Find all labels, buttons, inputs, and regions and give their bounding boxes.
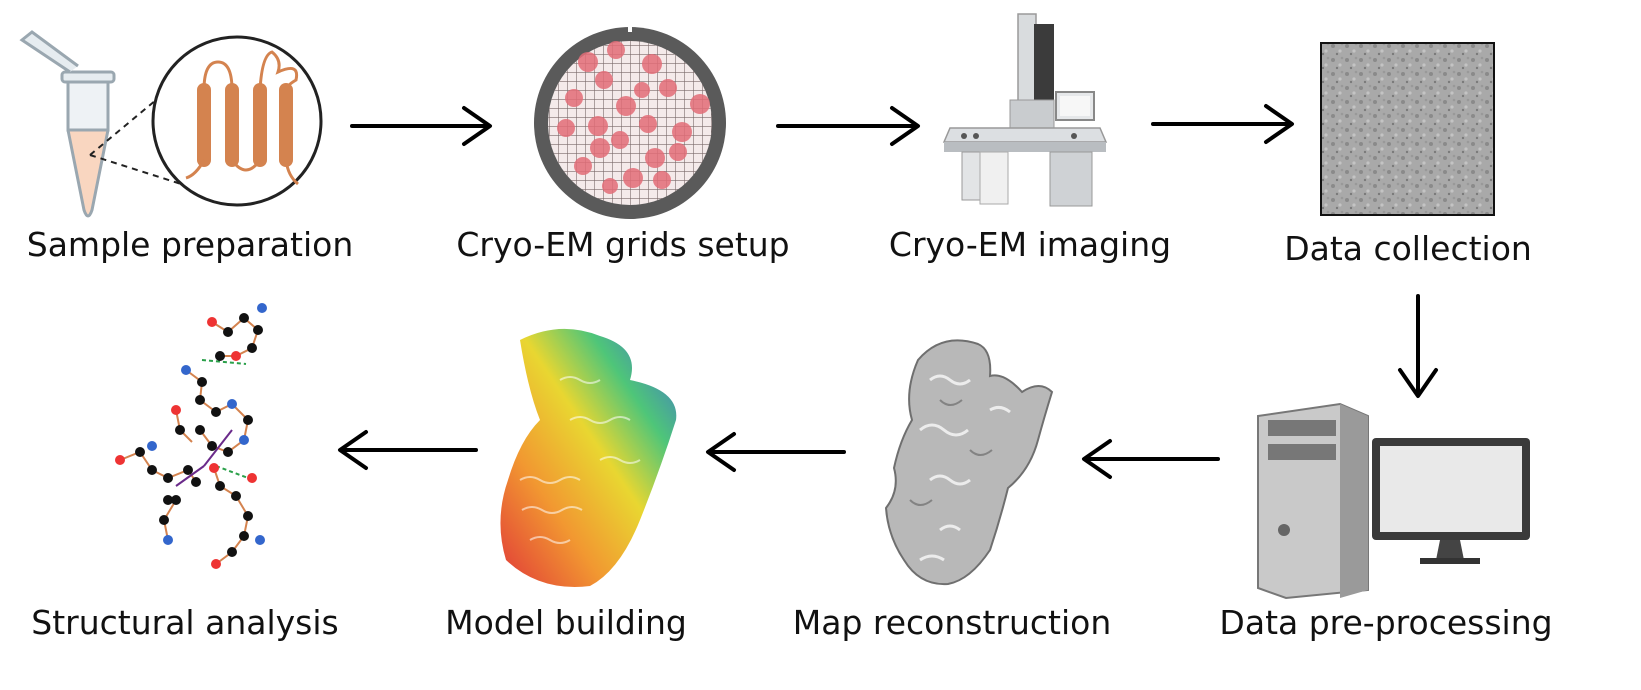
step-label-model-building: Model building — [445, 603, 687, 642]
computer-icon — [1257, 402, 1530, 600]
step-label-data-pre-processing: Data pre-processing — [1219, 603, 1553, 642]
arrow-right-2 — [776, 106, 920, 146]
step-label-structural-analysis: Structural analysis — [31, 603, 339, 642]
em-grid-icon — [534, 22, 726, 219]
arrow-left-2 — [706, 432, 846, 472]
arrow-right-3 — [1151, 104, 1294, 144]
atom-nodes — [115, 303, 267, 569]
electron-microscope-icon — [942, 13, 1108, 207]
arrow-left-1 — [1082, 439, 1220, 479]
coordination-bond-line — [175, 465, 205, 487]
step-label-sample-preparation: Sample preparation — [26, 225, 354, 264]
micrograph-icon — [1320, 42, 1495, 216]
step-label-map-reconstruction: Map reconstruction — [792, 603, 1112, 642]
density-map-icon — [884, 339, 1054, 586]
hydrogen-bond-line — [215, 465, 249, 479]
step-label-cryo-em-grids-setup: Cryo-EM grids setup — [456, 225, 790, 264]
arrow-down — [1398, 294, 1438, 398]
step-label-data-collection: Data collection — [1284, 229, 1532, 268]
sample-tube-icon — [19, 30, 323, 218]
arrow-left-3 — [338, 430, 478, 470]
coordination-bond-line — [203, 429, 233, 467]
arrow-right-1 — [350, 106, 492, 146]
hydrogen-bond-line — [201, 359, 247, 365]
ribbon-model-icon — [500, 328, 677, 587]
step-label-cryo-em-imaging: Cryo-EM imaging — [888, 225, 1172, 264]
